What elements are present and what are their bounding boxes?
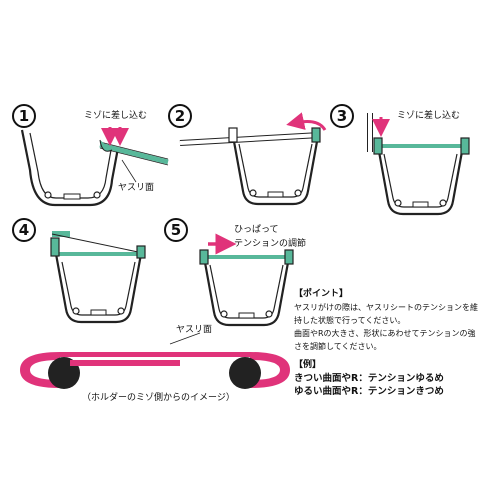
step-number-5: 5: [164, 218, 188, 242]
point-line: さを調節してください。: [294, 342, 382, 351]
step-number-2: 2: [168, 104, 192, 128]
point-line: 曲面やRの大きさ、形状にあわせてテンションの強: [294, 329, 476, 338]
bottom-file-surface-label: ヤスリ面: [176, 325, 213, 335]
step-1-diagram: [20, 127, 169, 207]
step-4-diagram: [50, 231, 146, 324]
bottom-cross-section: [20, 332, 290, 389]
point-line: 持した状態で行ってください。: [294, 316, 406, 325]
step-number-1: 1: [12, 104, 36, 128]
step-5-tension-label: テンションの調節: [234, 239, 307, 249]
point-header: 【ポイント】: [294, 289, 349, 299]
step-3-diagram: [367, 113, 470, 216]
step-1-file-surface-label: ヤスリ面: [118, 183, 155, 193]
step-number-3: 3: [330, 104, 354, 128]
step-number-4: 4: [12, 218, 36, 242]
example-line: ゆるい曲面やR：テンションきつめ: [294, 386, 444, 397]
step-1-insert-label: ミゾに差し込む: [84, 111, 148, 121]
step-5-diagram: [199, 233, 294, 327]
tips-panel: 【ポイント】 ヤスリがけの際は、ヤスリシートのテンションを維 持した状態で行って…: [294, 288, 494, 398]
bottom-caption: （ホルダーのミゾ側からのイメージ）: [82, 393, 235, 403]
example-line: きつい曲面やR：テンションゆるめ: [294, 373, 444, 384]
step-5-pull-label: ひっぱって: [234, 225, 279, 235]
point-line: ヤスリがけの際は、ヤスリシートのテンションを維: [294, 303, 478, 312]
step-3-insert-label: ミゾに差し込む: [397, 111, 461, 121]
step-2-diagram: [179, 112, 327, 206]
example-header: 【例】: [294, 360, 322, 370]
